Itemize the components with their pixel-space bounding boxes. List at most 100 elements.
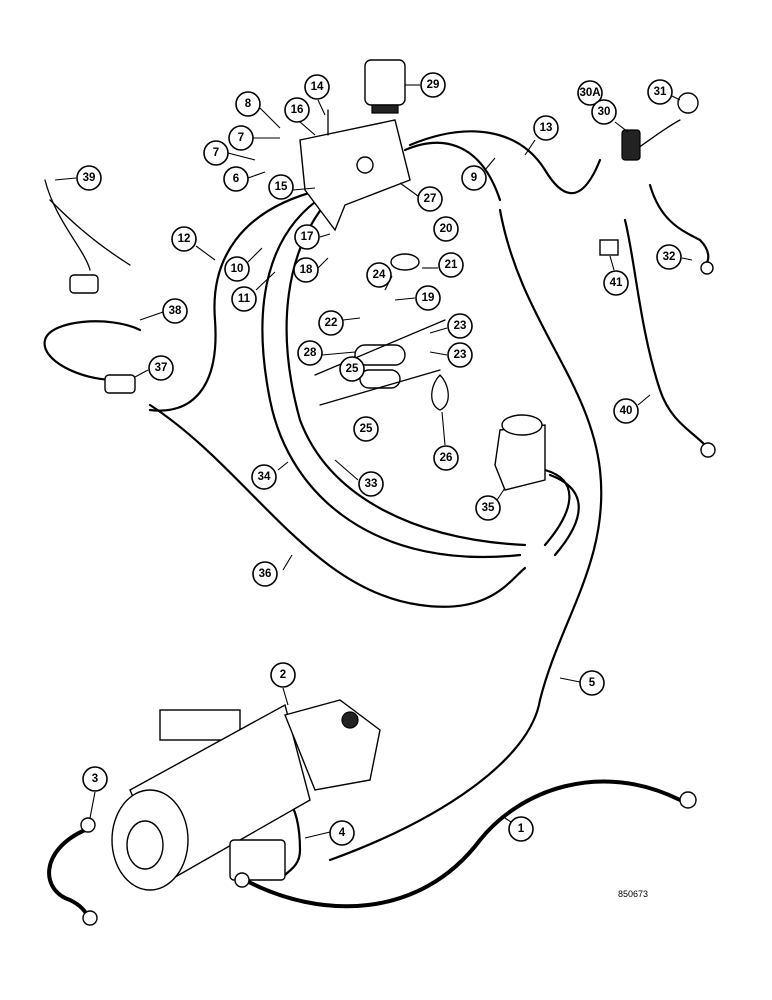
wire-34 xyxy=(261,193,522,559)
leader-lines xyxy=(54,84,693,839)
callout-17-circle xyxy=(294,224,320,250)
callout-2-label: 2 xyxy=(280,669,286,681)
callout-23b-circle xyxy=(447,342,473,368)
callout-30-label: 30 xyxy=(598,106,611,118)
callout-30a-circle xyxy=(577,80,603,106)
callout-21-circle xyxy=(438,252,464,278)
wire-39-branch xyxy=(49,199,131,266)
callout-29: 29 xyxy=(420,72,446,98)
callout-12-circle xyxy=(171,226,197,252)
leader-19 xyxy=(394,297,416,301)
callout-26-circle xyxy=(433,445,459,471)
leader-17 xyxy=(319,233,331,238)
pump-motor-2 xyxy=(111,699,381,891)
callout-7b-circle xyxy=(203,140,229,166)
callout-16-circle xyxy=(284,97,310,123)
callout-1-circle xyxy=(508,816,534,842)
callout-33-label: 33 xyxy=(365,478,378,490)
leader-12 xyxy=(195,245,216,261)
leader-4 xyxy=(304,831,331,839)
leader-23-b xyxy=(429,351,448,356)
callout-25b: 25 xyxy=(353,416,379,442)
callout-15: 15 xyxy=(268,174,294,200)
callout-27-circle xyxy=(417,186,443,212)
fuse-holder-25-a xyxy=(354,344,406,366)
callout-38-circle xyxy=(162,298,188,324)
callout-5: 5 xyxy=(579,670,605,696)
callout-39-circle xyxy=(76,165,102,191)
leader-38 xyxy=(139,311,164,321)
callout-19-label: 19 xyxy=(422,292,435,304)
callout-31: 31 xyxy=(647,79,673,105)
callout-24-label: 24 xyxy=(373,269,386,281)
callout-36-label: 36 xyxy=(259,568,272,580)
callout-27: 27 xyxy=(417,186,443,212)
callout-32: 32 xyxy=(656,244,682,270)
leader-7-b xyxy=(227,152,256,161)
leader-31 xyxy=(671,95,681,101)
callout-20: 20 xyxy=(433,216,459,242)
callout-15-label: 15 xyxy=(275,181,288,193)
callout-39: 39 xyxy=(76,165,102,191)
callout-14-circle xyxy=(304,74,330,100)
callout-7b-label: 7 xyxy=(213,147,219,159)
relay-29-pins xyxy=(371,104,399,114)
callout-29-label: 29 xyxy=(427,79,440,91)
motor-terminal-box xyxy=(229,839,286,881)
callout-11: 11 xyxy=(231,286,257,312)
callout-2-circle xyxy=(270,662,296,688)
callout-33: 33 xyxy=(358,471,384,497)
leader-37 xyxy=(134,369,149,378)
leader-35 xyxy=(496,487,506,501)
callout-4-label: 4 xyxy=(339,827,346,839)
callout-13-label: 13 xyxy=(540,122,553,134)
leader-27 xyxy=(399,182,419,197)
callout-12: 12 xyxy=(171,226,197,252)
wire-33 xyxy=(285,196,527,547)
callout-34-label: 34 xyxy=(258,471,271,483)
callout-27-label: 27 xyxy=(424,193,437,205)
callout-6-circle xyxy=(223,166,249,192)
wire-36 xyxy=(148,403,527,608)
callout-28-label: 28 xyxy=(304,347,317,359)
callout-39-label: 39 xyxy=(83,172,96,184)
callout-14-label: 14 xyxy=(311,81,324,93)
pump-port xyxy=(341,711,359,729)
motor-mount-plate xyxy=(159,709,241,741)
callout-1-label: 1 xyxy=(518,823,525,835)
callout-8-circle xyxy=(235,91,261,117)
callout-30a: 30A xyxy=(577,80,603,106)
callout-16: 16 xyxy=(284,97,310,123)
callout-37: 37 xyxy=(148,355,174,381)
leader-13 xyxy=(524,139,536,156)
callout-30a-label: 30A xyxy=(579,87,600,99)
callout-24: 24 xyxy=(366,262,392,288)
callout-23b-label: 23 xyxy=(454,349,467,361)
callout-19: 19 xyxy=(415,285,441,311)
ring-terminal-32 xyxy=(700,261,714,275)
callout-41: 41 xyxy=(603,270,629,296)
callout-23a: 23 xyxy=(447,313,473,339)
wire-35-a xyxy=(543,468,571,547)
wire-30-lead xyxy=(634,119,681,151)
callout-10: 10 xyxy=(224,256,250,282)
leader-22 xyxy=(342,317,361,321)
leader-18 xyxy=(317,257,329,269)
callout-2: 2 xyxy=(270,662,296,688)
callout-15-circle xyxy=(268,174,294,200)
callout-25b-circle xyxy=(353,416,379,442)
callout-25a-label: 25 xyxy=(346,363,359,375)
leader-23-a xyxy=(429,327,448,334)
leader-6 xyxy=(247,171,266,179)
callout-17: 17 xyxy=(294,224,320,250)
callout-35-label: 35 xyxy=(482,502,495,514)
ring-terminal-40 xyxy=(700,442,716,458)
ring-terminal-1 xyxy=(679,791,697,809)
callout-5-circle xyxy=(579,670,605,696)
callout-6-label: 6 xyxy=(233,173,239,185)
callout-36: 36 xyxy=(252,561,278,587)
callout-18-label: 18 xyxy=(300,264,313,276)
leader-30 xyxy=(614,121,629,133)
callout-28: 28 xyxy=(297,340,323,366)
callout-11-label: 11 xyxy=(238,293,251,305)
